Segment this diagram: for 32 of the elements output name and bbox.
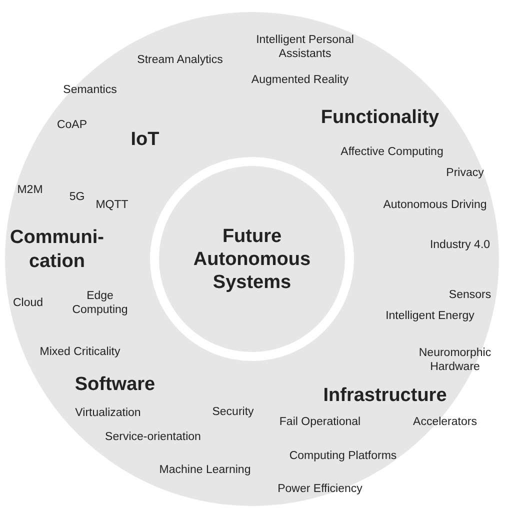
center-title: Future Autonomous Systems [192, 224, 312, 294]
topic-label: Affective Computing [340, 145, 444, 159]
topic-label: Virtualization [75, 406, 141, 420]
category-heading: Infrastructure [323, 384, 447, 408]
category-heading: Communi- cation [9, 226, 105, 274]
topic-label: Power Efficiency [278, 482, 362, 496]
category-heading: Software [74, 373, 156, 397]
topic-label: Fail Operational [279, 415, 361, 429]
topic-label: Semantics [63, 83, 117, 97]
topic-label: Privacy [446, 166, 484, 180]
topic-label: Security [212, 405, 254, 419]
category-heading: IoT [130, 128, 160, 152]
topic-label: Stream Analytics [137, 53, 223, 67]
topic-label: Machine Learning [159, 463, 251, 477]
topic-label: Sensors [448, 288, 492, 302]
topic-label: Accelerators [413, 415, 477, 429]
topic-label: Industry 4.0 [430, 238, 490, 252]
topic-label: CoAP [56, 118, 88, 132]
topic-label: Computing Platforms [289, 449, 397, 463]
category-heading: Functionality [320, 106, 440, 130]
topic-label: Cloud [12, 296, 44, 310]
topic-label: 5G [69, 190, 85, 204]
topic-label: Neuromorphic Hardware [418, 346, 492, 374]
topic-label: Intelligent Energy [386, 309, 474, 323]
topic-label: Autonomous Driving [383, 198, 487, 212]
topic-label: M2M [17, 183, 43, 197]
topic-label: Edge Computing [71, 289, 129, 317]
topic-label: Service-orientation [105, 430, 201, 444]
topic-label: Augmented Reality [251, 73, 349, 87]
topic-label: Intelligent Personal Assistants [255, 33, 355, 61]
topic-label: MQTT [96, 198, 128, 212]
topic-label: Mixed Criticality [40, 345, 120, 359]
